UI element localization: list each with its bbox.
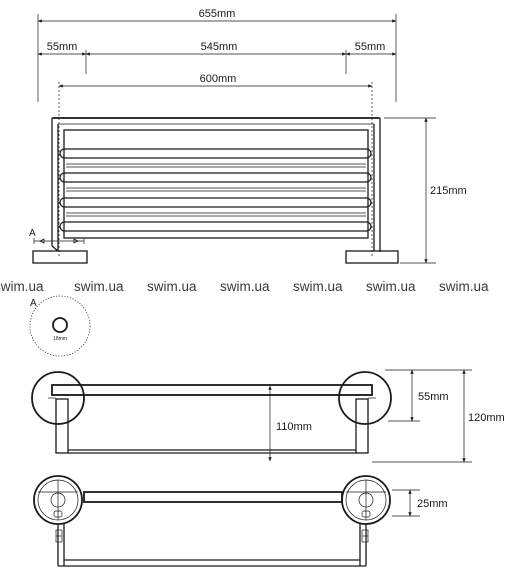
left-foot bbox=[32, 250, 88, 264]
dim-rail-height: 55mm bbox=[418, 391, 449, 403]
dim-rosette-diameter: 18mm bbox=[53, 336, 67, 342]
top-view: 110mm 55mm 120mm bbox=[31, 369, 505, 463]
bottom-view: 25mm bbox=[33, 475, 448, 567]
dim-total-depth: 120mm bbox=[468, 412, 505, 424]
front-view: 655mm 55mm 545mm 55mm 600mm bbox=[29, 8, 467, 264]
watermark-row: swim.ua swim.ua swim.ua swim.ua swim.ua … bbox=[0, 279, 489, 294]
right-wall-rosette bbox=[338, 371, 392, 425]
watermark-4: swim.ua bbox=[220, 279, 270, 294]
dim-overall-width: 655mm bbox=[199, 8, 236, 20]
dim-right-offset: 55mm bbox=[355, 41, 386, 53]
dim-height: 215mm bbox=[430, 185, 467, 197]
right-foot bbox=[345, 250, 399, 264]
detail-a-view: A 18mm bbox=[29, 295, 91, 357]
dim-mount-height: 25mm bbox=[417, 498, 448, 510]
watermark-6: swim.ua bbox=[366, 279, 416, 294]
dim-left-offset: 55mm bbox=[47, 41, 78, 53]
watermark-5: swim.ua bbox=[293, 279, 343, 294]
dim-bar-width: 600mm bbox=[200, 73, 237, 85]
towel-rack-frame bbox=[32, 117, 399, 264]
watermark-3: swim.ua bbox=[147, 279, 197, 294]
watermark-2: swim.ua bbox=[74, 279, 124, 294]
detail-a-label: A bbox=[29, 228, 36, 239]
dim-rail-depth: 110mm bbox=[276, 421, 312, 433]
watermark-1: swim.ua bbox=[0, 279, 44, 294]
towel-bars bbox=[59, 148, 372, 232]
detail-a-view-label: A bbox=[30, 298, 37, 309]
dim-span: 545mm bbox=[201, 41, 238, 53]
left-wall-rosette bbox=[31, 371, 85, 425]
watermark-7: swim.ua bbox=[439, 279, 489, 294]
